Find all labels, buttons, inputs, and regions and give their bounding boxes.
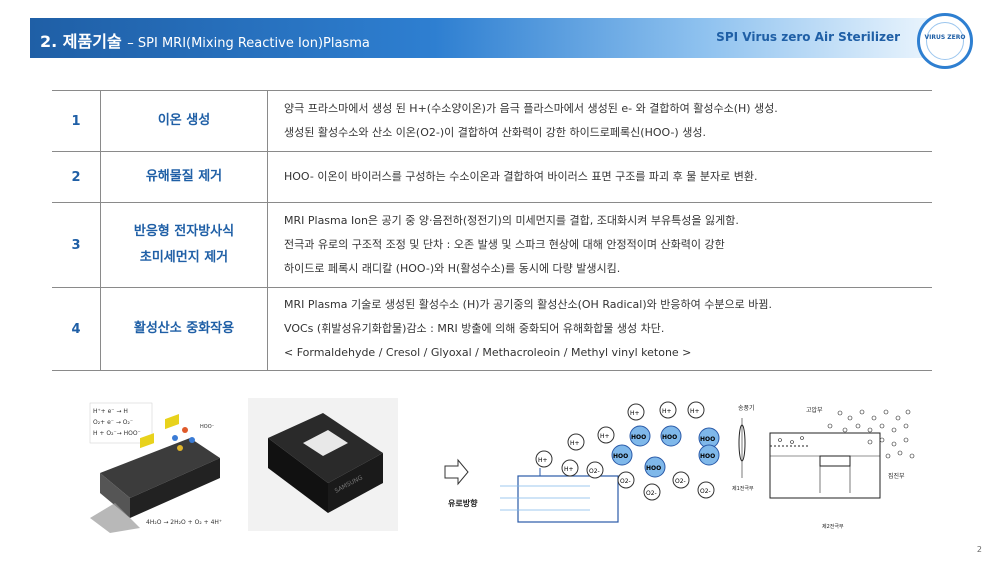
row-title: 활성산소 중화작용 [100, 287, 268, 371]
dust-collector-label: 집진부 [888, 472, 905, 480]
hoo-ion: HOO [611, 444, 633, 466]
technology-table: 1 이온 생성 양극 프라스마에서 생성 된 H+(수소양이온)가 음극 플라스… [52, 90, 932, 371]
row-description: 양극 프라스마에서 생성 된 H+(수소양이온)가 음극 플라스마에서 생성된 … [267, 90, 932, 152]
slide-title-sub: – SPI MRI(Mixing Reactive Ion)Plasma [127, 36, 370, 51]
svg-text:H+: H+ [538, 457, 548, 464]
plasma-reaction-illustration: H⁺+ e⁻ → H O₂+ e⁻ → O₂⁻ H + O₂⁻→ HOO⁻ HO… [80, 398, 235, 533]
row-title-line: 유해물질 제거 [145, 169, 223, 184]
svg-text:O2-: O2- [675, 478, 686, 485]
o2-ion: O2- [672, 471, 690, 489]
svg-text:H+: H+ [600, 433, 610, 440]
row-number: 3 [52, 202, 101, 288]
svg-text:HOO: HOO [700, 453, 715, 460]
hoo-ion: HOO [698, 444, 720, 466]
svg-text:HOO: HOO [613, 453, 628, 460]
ion-generator-photo: SAMSUNG [248, 398, 398, 531]
equation-1: H⁺+ e⁻ → H [93, 408, 128, 415]
row-description: HOO- 이온이 바이러스를 구성하는 수소이온과 결합하여 바이러스 표면 구… [267, 151, 932, 203]
h-plus-ion: H+ [561, 459, 579, 477]
svg-text:H+: H+ [662, 408, 672, 415]
stage2-electrode-label: 제2전극부 [822, 523, 844, 530]
equation-2: O₂+ e⁻ → O₂⁻ [93, 419, 133, 426]
stage1-electrode-label: 제1전극부 [732, 485, 754, 492]
row-description: MRI Plasma Ion은 공기 중 양·음전하(정전기)의 미세먼지를 결… [267, 202, 932, 288]
logo-ring [926, 22, 964, 60]
svg-text:H+: H+ [570, 440, 580, 447]
row-title: 유해물질 제거 [100, 151, 268, 203]
svg-text:O2-: O2- [589, 468, 600, 475]
table-row: 3 반응형 전자방사식 초미세먼지 제거 MRI Plasma Ion은 공기 … [52, 202, 932, 288]
fan-label: 송풍기 [738, 404, 755, 412]
logo-text: VIRUS ZERO [924, 34, 966, 41]
desc-line: MRI Plasma Ion은 공기 중 양·음전하(정전기)의 미세먼지를 결… [284, 214, 739, 227]
slide-header: 2. 제품기술 – SPI MRI(Mixing Reactive Ion)Pl… [30, 18, 930, 58]
h-plus-ion: H+ [597, 426, 615, 444]
virus-zero-logo: VIRUS ZERO [917, 13, 973, 69]
hoo-ion: HOO [644, 456, 666, 478]
hoo-ion: HOO [629, 425, 651, 447]
row-title: 반응형 전자방사식 초미세먼지 제거 [100, 202, 268, 288]
svg-text:O2-: O2- [620, 478, 631, 485]
desc-line: 전극과 유로의 구조적 조정 및 단차 : 오존 발생 및 스파크 현상에 대해… [284, 238, 725, 251]
flow-direction-label: 유로방향 [448, 498, 478, 508]
high-voltage-label: 고압부 [806, 406, 823, 414]
hoo-ion: HOO [698, 427, 720, 449]
slide-title-main: 2. 제품기술 [40, 32, 122, 51]
row-number: 1 [52, 90, 101, 152]
svg-text:O2-: O2- [700, 488, 711, 495]
device-schematic: 송풍기 고압부 제1전극부 제2전극부 집진부 [730, 398, 920, 533]
row-number: 2 [52, 151, 101, 203]
row-title-line: 활성산소 중화작용 [133, 321, 235, 336]
desc-line: < Formaldehyde / Cresol / Glyoxal / Meth… [284, 346, 692, 359]
row-title-line: 초미세먼지 제거 [139, 250, 229, 265]
svg-text:HOO: HOO [646, 465, 661, 472]
desc-line: 생성된 활성수소와 산소 이온(O2-)이 결합하여 산화력이 강한 하이드로페… [284, 126, 706, 139]
o2-ion: O2- [617, 471, 635, 489]
row-title-line: 반응형 전자방사식 [133, 224, 235, 239]
svg-text:O2-: O2- [646, 490, 657, 497]
desc-line: 양극 프라스마에서 생성 된 H+(수소양이온)가 음극 플라스마에서 생성된 … [284, 102, 778, 115]
ion-flow-diagram: 유로방향 H+ H+ H+ H+ H+ H+ H+ HOO HOO HOO HO… [440, 398, 720, 528]
desc-line: 하이드로 페록시 래디칼 (HOO-)와 H(활성수소)를 동시에 다량 발생시… [284, 262, 621, 275]
h-plus-ion: H+ [659, 401, 677, 419]
h-plus-ion: H+ [567, 433, 585, 451]
row-number: 4 [52, 287, 101, 371]
row-title: 이온 생성 [100, 90, 268, 152]
table-row: 1 이온 생성 양극 프라스마에서 생성 된 H+(수소양이온)가 음극 플라스… [52, 90, 932, 152]
hoo-ion: HOO [660, 425, 682, 447]
o2-ion: O2- [697, 481, 715, 499]
svg-text:H+: H+ [630, 410, 640, 417]
hoo-label: HOO⁻ [200, 424, 215, 430]
table-row: 2 유해물질 제거 HOO- 이온이 바이러스를 구성하는 수소이온과 결합하여… [52, 151, 932, 203]
product-name: SPI Virus zero Air Sterilizer [716, 30, 900, 44]
h-plus-ion: H+ [627, 403, 645, 421]
svg-text:HOO: HOO [662, 434, 677, 441]
svg-text:H+: H+ [564, 466, 574, 473]
row-title-line: 이온 생성 [157, 113, 211, 128]
equation-4: 4H₂O → 2H₂O + O₂ + 4H⁺ [146, 519, 222, 526]
svg-text:H+: H+ [690, 408, 700, 415]
desc-line: MRI Plasma 기술로 생성된 활성수소 (H)가 공기중의 활성산소(O… [284, 298, 772, 311]
o2-ion: O2- [586, 461, 604, 479]
desc-line: VOCs (휘발성유기화합물)감소 : MRI 방출에 의해 중화되어 유해화합… [284, 322, 665, 335]
equation-3: H + O₂⁻→ HOO⁻ [93, 430, 141, 437]
slide-title: 2. 제품기술 – SPI MRI(Mixing Reactive Ion)Pl… [40, 28, 370, 52]
svg-text:HOO: HOO [631, 434, 646, 441]
page-number: 2 [976, 545, 982, 554]
row-description: MRI Plasma 기술로 생성된 활성수소 (H)가 공기중의 활성산소(O… [267, 287, 932, 371]
h-plus-ion: H+ [535, 450, 553, 468]
h-plus-ion: H+ [687, 401, 705, 419]
desc-line: HOO- 이온이 바이러스를 구성하는 수소이온과 결합하여 바이러스 표면 구… [284, 170, 758, 183]
o2-ion: O2- [643, 483, 661, 501]
svg-text:HOO: HOO [700, 436, 715, 443]
table-row: 4 활성산소 중화작용 MRI Plasma 기술로 생성된 활성수소 (H)가… [52, 287, 932, 371]
